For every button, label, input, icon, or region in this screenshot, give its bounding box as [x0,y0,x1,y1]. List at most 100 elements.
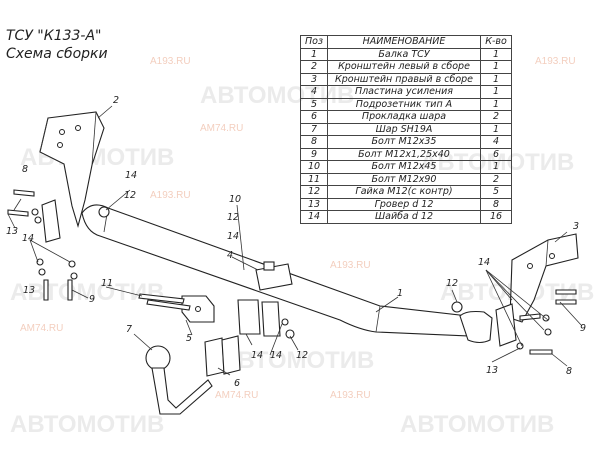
tow-ball [145,345,213,415]
cell-qty: 1 [480,122,512,136]
callout-13: 13 [6,226,18,237]
watermark-site: А193.RU [150,190,191,201]
cell-pos: 6 [300,110,328,124]
callout-3: 3 [573,221,579,232]
cell-qty: 1 [480,97,512,111]
long-bolts [138,293,191,311]
cell-qty: 1 [480,60,512,74]
callout-14: 14 [251,350,263,361]
cell-name: Болт М12х45 [327,160,481,174]
cell-name: Балка ТСУ [327,47,481,61]
watermark-site: А193.RU [535,56,576,67]
cell-pos: 10 [300,160,328,174]
cell-name: Болт М12х90 [327,172,481,186]
callout-10: 10 [229,194,241,205]
watermark-brand: АВТОМОТИВ [10,279,164,306]
callout-6: 6 [234,378,240,389]
col-header-name: НАИМЕНОВАНИЕ [327,35,481,49]
cell-name: Пластина усиления [327,85,481,99]
cell-pos: 1 [300,47,328,61]
callout-7: 7 [126,324,132,335]
reinforcement-plate [255,261,293,291]
callout-1: 1 [397,288,403,299]
cell-pos: 12 [300,185,328,199]
cell-pos: 7 [300,122,328,136]
callout-14: 14 [227,231,239,242]
callout-12: 12 [296,350,308,361]
callout-11: 11 [101,278,113,289]
cell-pos: 13 [300,197,328,211]
watermark-site: А193.RU [150,56,191,67]
cell-qty: 6 [480,147,512,161]
watermark-brand: АВТОМОТИВ [10,411,164,438]
cell-qty: 2 [480,110,512,124]
callout-9: 9 [89,294,95,305]
watermark-site: А193.RU [330,390,371,401]
cell-qty: 4 [480,135,512,149]
cell-name: Гайка М12(с контр) [327,185,481,199]
cell-qty: 1 [480,85,512,99]
cell-pos: 9 [300,147,328,161]
cell-pos: 2 [300,60,328,74]
cell-name: Шайба d 12 [327,210,481,224]
cell-qty: 1 [480,72,512,86]
watermark-brand: АВТОМОТИВ [400,411,554,438]
cell-name: Болт М12х35 [327,135,481,149]
watermark-brand: АВТОМОТИВ [220,347,374,374]
leader-lines [7,105,583,376]
cell-pos: 14 [300,210,328,224]
callout-12: 12 [446,278,458,289]
callout-labels: 2 10 12 14 4 1 3 11 5 6 7 8 13 14 12 14 … [6,95,586,389]
ball-spacers [204,335,241,377]
callout-12: 12 [124,190,136,201]
cell-name: Болт М12х1,25х40 [327,147,481,161]
cell-qty: 1 [480,160,512,174]
socket-holder [181,295,281,337]
cell-qty: 5 [480,185,512,199]
callout-4: 4 [227,250,233,261]
cell-name: Кронштейн правый в сборе [327,72,481,86]
right-bracket [495,233,579,347]
callout-8: 8 [22,164,28,175]
watermark-site: АМ74.RU [200,123,243,134]
callout-8: 8 [566,366,572,377]
cell-pos: 11 [300,172,328,186]
callout-14: 14 [22,233,34,244]
cell-pos: 4 [300,85,328,99]
fasteners-right [281,289,577,355]
left-bracket [39,111,105,243]
cell-name: Шар SH19A [327,122,481,136]
drawing-title: ТСУ "К133-А" [6,28,102,44]
cell-name: Кронштейн левый в сборе [327,60,481,74]
col-header-qty: К-во [480,35,512,49]
cell-qty: 16 [480,210,512,224]
watermark-site: А193.RU [330,260,371,271]
cell-qty: 1 [480,47,512,61]
cell-name: Подрозетник тип А [327,97,481,111]
drawing-subtitle: Схема сборки [6,46,108,62]
watermark-site: АМ74.RU [215,390,258,401]
callout-9: 9 [580,323,586,334]
callout-14: 14 [125,170,137,181]
fasteners-left [7,189,110,301]
callout-2: 2 [113,95,119,106]
callout-13: 13 [486,365,498,376]
cell-name: Гровер d 12 [327,197,481,211]
cell-pos: 8 [300,135,328,149]
col-header-pos: Поз [300,35,328,49]
callout-13: 13 [23,285,35,296]
watermark-site: АМ74.RU [20,323,63,334]
